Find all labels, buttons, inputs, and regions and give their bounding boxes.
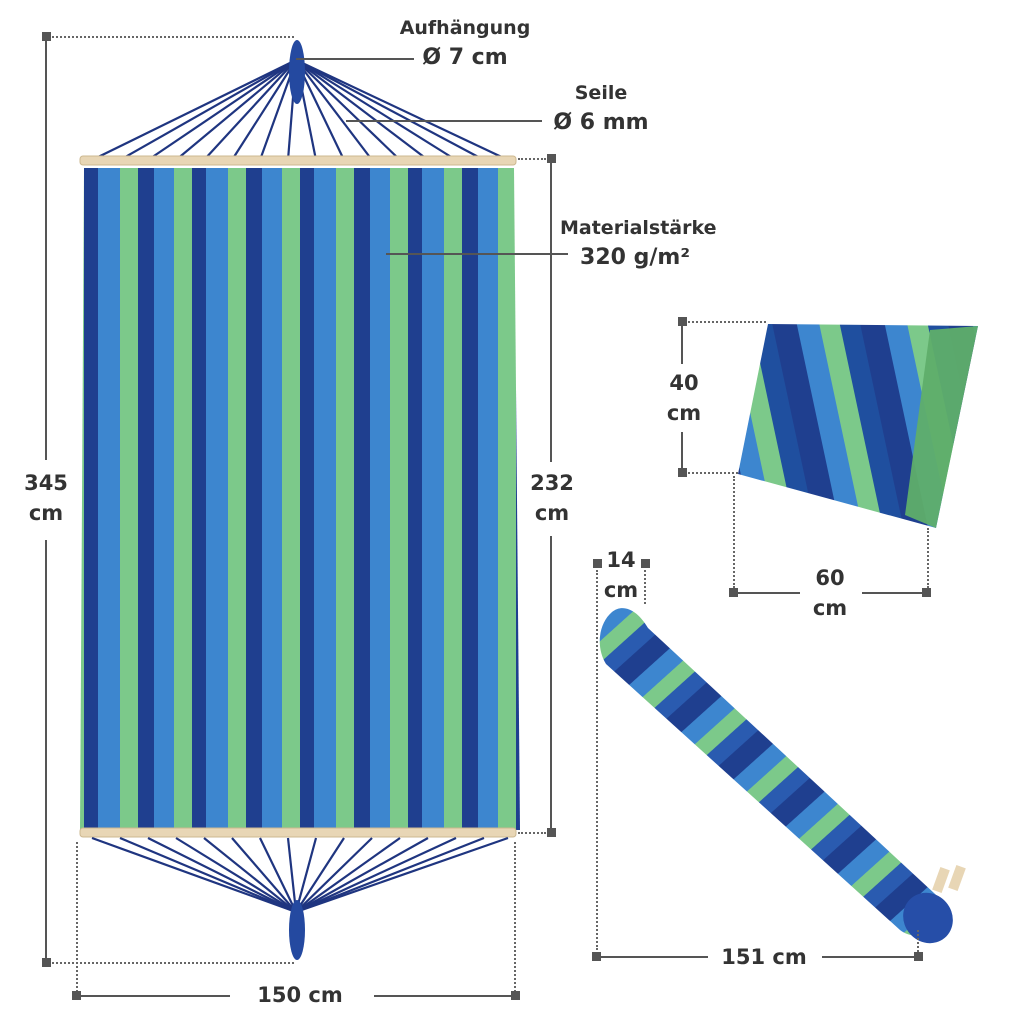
material-label: Materialstärke: [560, 217, 717, 239]
dimension-endpoint: [641, 559, 650, 568]
dimension-endpoint: [922, 588, 931, 597]
rolled-diameter-label: 14 cm: [603, 548, 639, 602]
dimension-endpoint: [729, 588, 738, 597]
total-length-line-bottom: [45, 540, 47, 960]
ropes-label: Seile: [574, 82, 628, 104]
rolled-length-line-right: [822, 956, 916, 958]
dimension-endpoint: [72, 991, 81, 1000]
dimension-guide: [917, 930, 919, 952]
fabric-length-label: 232 cm: [530, 471, 574, 525]
suspension-leader-line: [296, 58, 414, 60]
dimension-guide: [52, 962, 294, 964]
ropes-callout: Seile Ø 6 mm: [540, 78, 662, 138]
hammock-width-label: 150 cm: [257, 983, 343, 1007]
dimension-endpoint: [511, 991, 520, 1000]
suspension-callout: Aufhängung Ø 7 cm: [390, 13, 540, 73]
dimension-guide: [76, 842, 78, 992]
dimension-guide: [927, 528, 929, 588]
top-ropes: [91, 59, 509, 161]
dimension-guide: [733, 476, 735, 588]
dimension-endpoint: [42, 958, 51, 967]
width-line-left: [80, 995, 230, 997]
dimension-guide: [514, 842, 516, 992]
pillow-width-line-left: [738, 592, 800, 594]
ropes-value: Ø 6 mm: [553, 110, 649, 135]
fabric-length-line-bottom: [550, 536, 552, 828]
total-length-label: 345 cm: [24, 471, 68, 525]
bottom-ropes: [91, 836, 509, 914]
dimension-endpoint: [678, 317, 687, 326]
dimension-endpoint: [678, 468, 687, 477]
dimension-endpoint: [42, 32, 51, 41]
material-callout: Materialstärke 320 g/m²: [560, 213, 717, 273]
dimension-endpoint: [547, 154, 556, 163]
width-line-right: [374, 995, 512, 997]
dimension-guide: [688, 321, 766, 323]
dimension-endpoint: [914, 952, 923, 961]
material-value: 320 g/m²: [580, 245, 690, 270]
pillow-height-line-top: [681, 326, 683, 364]
rolled-length-label: 151 cm: [721, 945, 807, 969]
dimension-guide: [688, 472, 738, 474]
pillow-height-line-bottom: [681, 432, 683, 470]
dimension-guide: [518, 832, 546, 834]
dimension-endpoint: [547, 828, 556, 837]
rolled-hammock: [599, 608, 966, 944]
material-leader-line: [386, 253, 568, 255]
rolled-length-line-left: [600, 956, 708, 958]
dimension-guide: [52, 36, 294, 38]
dimension-endpoint: [592, 952, 601, 961]
total-length-line-top: [45, 40, 47, 460]
pillow-width-label: 60 cm: [812, 566, 848, 620]
ropes-leader-line: [346, 120, 542, 122]
dimension-guide: [518, 158, 546, 160]
pillow-height-label: 40 cm: [666, 371, 702, 425]
dimension-guide: [644, 570, 646, 604]
pillow-width-line-right: [862, 592, 924, 594]
fabric-length-line-top: [550, 162, 552, 462]
suspension-value: Ø 7 cm: [422, 45, 508, 70]
dimension-endpoint: [593, 559, 602, 568]
suspension-label: Aufhängung: [399, 17, 531, 39]
dimension-guide: [596, 570, 598, 950]
